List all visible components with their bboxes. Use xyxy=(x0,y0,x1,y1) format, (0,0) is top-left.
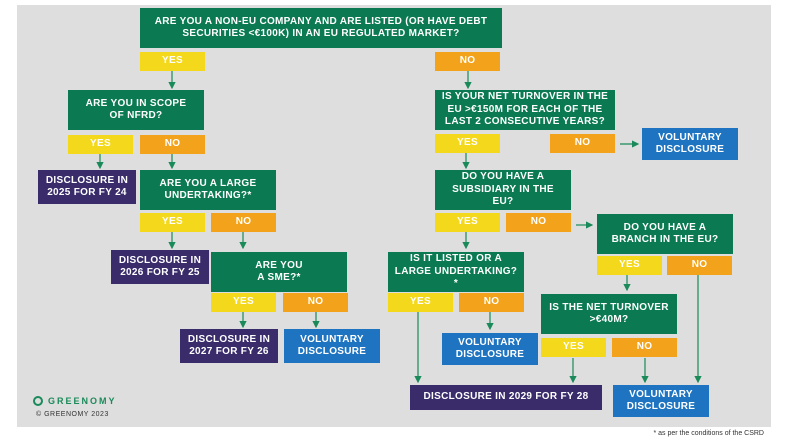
answer-no: NO xyxy=(612,338,677,357)
answer-no: NO xyxy=(283,293,348,312)
answer-yes: YES xyxy=(435,134,500,153)
question-nfrd-scope: ARE YOU IN SCOPE OF NFRD? xyxy=(68,90,204,130)
footnote: * as per the conditions of the CSRD xyxy=(653,430,764,437)
copyright-notice: © GREENOMY 2023 xyxy=(36,411,109,418)
question-net-turnover-40m: IS THE NET TURNOVER >€40M? xyxy=(541,294,677,334)
answer-yes: YES xyxy=(435,213,500,232)
outcome-voluntary-disclosure: VOLUNTARY DISCLOSURE xyxy=(284,329,380,363)
answer-yes: YES xyxy=(140,52,205,71)
answer-no: NO xyxy=(211,213,276,232)
question-non-eu-listed: ARE YOU A NON-EU COMPANY AND ARE LISTED … xyxy=(140,8,502,48)
outcome-voluntary-disclosure: VOLUNTARY DISCLOSURE xyxy=(613,385,709,417)
outcome-disclosure-2029: DISCLOSURE IN 2029 FOR FY 28 xyxy=(410,385,602,410)
answer-no: NO xyxy=(140,135,205,154)
answer-no: NO xyxy=(550,134,615,153)
greenomy-logo-icon xyxy=(33,396,43,406)
answer-yes: YES xyxy=(68,135,133,154)
answer-no: NO xyxy=(506,213,571,232)
question-eu-branch: DO YOU HAVE A BRANCH IN THE EU? xyxy=(597,214,733,254)
outcome-disclosure-2025: DISCLOSURE IN 2025 FOR FY 24 xyxy=(38,170,136,204)
question-eu-subsidiary: DO YOU HAVE A SUBSIDIARY IN THE EU? xyxy=(435,170,571,210)
answer-no: NO xyxy=(435,52,500,71)
answer-no: NO xyxy=(667,256,732,275)
greenomy-logo: GREENOMY xyxy=(33,396,117,406)
answer-yes: YES xyxy=(211,293,276,312)
answer-yes: YES xyxy=(597,256,662,275)
outcome-voluntary-disclosure: VOLUNTARY DISCLOSURE xyxy=(442,333,538,365)
question-sme: ARE YOU A SME?* xyxy=(211,252,347,292)
question-net-turnover-150m: IS YOUR NET TURNOVER IN THE EU >€150M FO… xyxy=(435,90,615,130)
outcome-disclosure-2027: DISCLOSURE IN 2027 FOR FY 26 xyxy=(180,329,278,363)
answer-yes: YES xyxy=(140,213,205,232)
question-listed-or-large: IS IT LISTED OR A LARGE UNDERTAKING?* xyxy=(388,252,524,292)
outcome-voluntary-disclosure: VOLUNTARY DISCLOSURE xyxy=(642,128,738,160)
answer-yes: YES xyxy=(388,293,453,312)
brand-name: GREENOMY xyxy=(48,396,117,406)
answer-no: NO xyxy=(459,293,524,312)
question-large-undertaking: ARE YOU A LARGE UNDERTAKING?* xyxy=(140,170,276,210)
answer-yes: YES xyxy=(541,338,606,357)
outcome-disclosure-2026: DISCLOSURE IN 2026 FOR FY 25 xyxy=(111,250,209,284)
